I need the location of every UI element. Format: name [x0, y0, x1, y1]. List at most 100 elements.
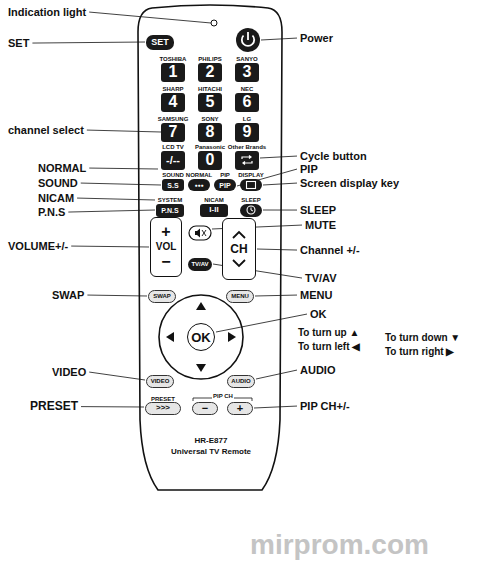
- button-face: +: [228, 403, 252, 414]
- button-face: +VOL−: [151, 218, 181, 276]
- button-text: +: [237, 403, 243, 414]
- remote-button: OK: [187, 323, 215, 351]
- button-face: 1: [161, 63, 185, 82]
- button-text: 3: [243, 64, 252, 80]
- button-text: 0: [206, 152, 215, 168]
- callout-label: MENU: [300, 289, 332, 301]
- leader-line: [81, 183, 161, 185]
- callout-label: VOLUME+/-: [8, 240, 68, 252]
- callout-label: SWAP: [52, 289, 84, 301]
- sleep-icon: [247, 206, 255, 214]
- leader-line: [261, 38, 297, 40]
- button-face: [240, 179, 262, 191]
- callout-label: channel select: [8, 124, 84, 136]
- button-text: CH: [230, 243, 247, 255]
- brand-heading: SOUND: [162, 172, 184, 178]
- leader-line: [71, 246, 149, 248]
- button-text: I-II: [209, 206, 218, 214]
- button-face: TV/AV: [188, 258, 212, 271]
- button-face: 9: [235, 123, 259, 142]
- remote-button: TOSHIBA1: [161, 63, 185, 82]
- button-text: −: [202, 403, 208, 414]
- button-face: 2: [198, 63, 222, 82]
- brand-heading: NEC: [241, 86, 254, 92]
- leader-line: [263, 210, 297, 211]
- brand-heading: SYSTEM: [158, 197, 183, 203]
- remote-button: MENU: [226, 290, 254, 303]
- clock-hands: [251, 208, 253, 212]
- button-text: 4: [169, 94, 178, 110]
- remote-button: PIPPIP: [214, 179, 236, 191]
- note-label: To turn up ▲: [298, 327, 359, 338]
- display-icon: [247, 182, 256, 189]
- remote-button: −: [192, 402, 218, 415]
- leader-line: [89, 12, 211, 23]
- remote-button: SONY8: [198, 123, 222, 142]
- brand-heading: PIP: [220, 172, 230, 178]
- button-face: I-II: [200, 204, 228, 217]
- button-face: 3: [235, 63, 259, 82]
- callout-label: Power: [300, 32, 333, 44]
- cycle-icon: [242, 156, 252, 165]
- leader-line: [254, 406, 297, 408]
- leader-line: [89, 372, 145, 380]
- button-text: AUDIO: [231, 378, 250, 384]
- button-face: 7: [161, 123, 185, 142]
- leader-line: [263, 183, 297, 185]
- button-text: SWAP: [153, 293, 171, 299]
- callout-label: Indication light: [8, 6, 86, 18]
- note-label: Universal TV Remote: [170, 448, 252, 457]
- remote-button: SHARP4: [161, 93, 185, 112]
- remote-button: SYSTEMP.N.S: [156, 204, 184, 217]
- button-text: 5: [206, 94, 215, 110]
- leader-line: [89, 168, 158, 170]
- button-icon: [244, 205, 258, 215]
- channel-arrow: [231, 259, 247, 268]
- remote-button: PRESET>>>: [145, 402, 181, 415]
- button-face: SET: [146, 35, 174, 50]
- remote-button: SLEEP: [240, 204, 262, 217]
- button-face: SWAP: [149, 291, 175, 302]
- power-button: [236, 28, 260, 52]
- leader-line: [256, 370, 297, 379]
- callout-label: NORMAL: [38, 162, 86, 174]
- remote-button: LCD TV-/--: [161, 151, 185, 170]
- button-face: -/--: [161, 151, 185, 170]
- button-text: S.S: [167, 182, 178, 189]
- button-text: -/--: [166, 155, 180, 166]
- note-label: To turn down ▼: [385, 332, 460, 343]
- callout-label: VIDEO: [52, 366, 86, 378]
- note-label: To turn right ▶: [385, 346, 454, 357]
- mute-button: [189, 226, 211, 240]
- button-text: PIP: [219, 182, 230, 189]
- remote-button: SOUNDS.S: [162, 179, 184, 191]
- brand-heading: DISPLAY: [238, 172, 263, 178]
- brand-heading: SONY: [201, 116, 218, 122]
- remote-button: LG9: [235, 123, 259, 142]
- note-label: PIP CH: [212, 393, 234, 400]
- callout-label: PRESET: [30, 400, 78, 413]
- button-face: PIP: [214, 179, 236, 191]
- button-face: MENU: [227, 291, 253, 302]
- button-face: 4: [161, 93, 185, 112]
- remote-button: SANYO3: [235, 63, 259, 82]
- brand-heading: Other Brands: [228, 144, 266, 150]
- callout-label: OK: [310, 308, 327, 320]
- remote-button: Panasonic0: [198, 151, 222, 170]
- brand-heading: TOSHIBA: [160, 56, 187, 62]
- chevron: [233, 260, 245, 266]
- watermark: mirprom.com: [250, 530, 429, 561]
- leader-line: [216, 314, 307, 332]
- button-text: P.N.S: [161, 207, 178, 214]
- button-face: 5: [198, 93, 222, 112]
- brand-heading: SHARP: [162, 86, 183, 92]
- brand-heading: SANYO: [236, 56, 257, 62]
- button-icon: [240, 155, 254, 165]
- chevron: [233, 232, 245, 238]
- button-text: ●●●: [194, 183, 203, 188]
- callout-label: SET: [8, 37, 29, 49]
- leader-line: [257, 249, 297, 250]
- button-text: OK: [191, 331, 211, 344]
- brand-heading: SLEEP: [241, 197, 261, 203]
